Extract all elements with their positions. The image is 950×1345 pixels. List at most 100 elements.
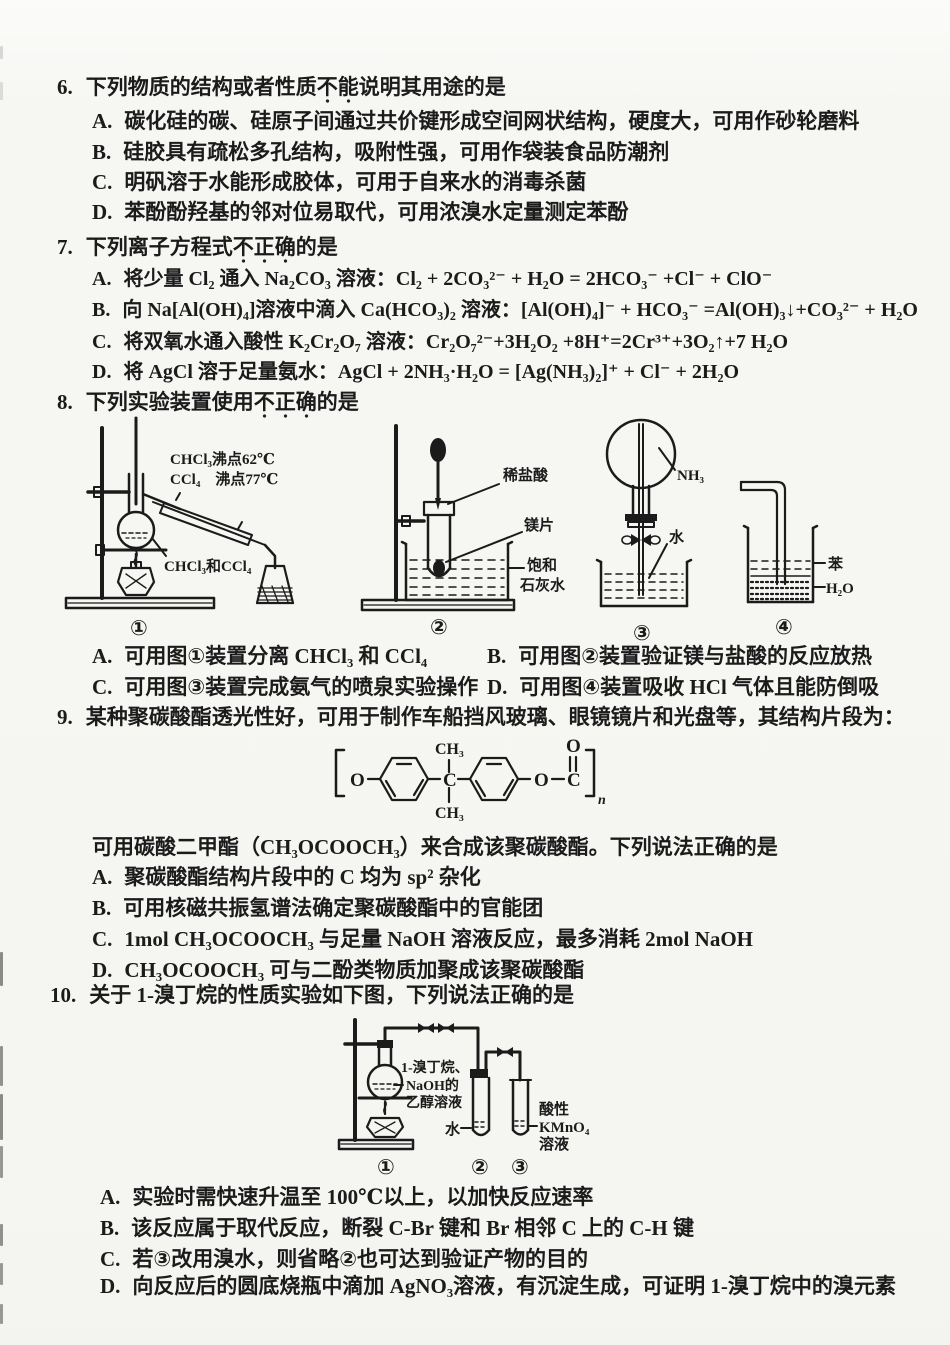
q8-option-c: C.可用图③装置完成氨气的喷泉实验操作	[92, 675, 479, 699]
beaker	[742, 524, 819, 604]
q7-number: 7.	[57, 235, 73, 259]
boiling-point-label-chcl3: CHCl₃沸点62℃	[170, 450, 275, 468]
saturated-label: 饱和	[527, 556, 557, 574]
mixture-label: CHCl₃和CCl₄	[164, 558, 252, 575]
diagram-3-number: ③	[633, 621, 651, 645]
q6-option-c: C.明矾溶于水能形成胶体，可用于自来水的消毒杀菌	[92, 170, 587, 194]
q9-stem: 9. 某种聚碳酸酯透光性好，可用于制作车船挡风玻璃、眼镜镜片和光盘等，其结构片段为…	[57, 704, 905, 730]
q9-option-d: D.CH₃OCOOCH₃ 可与二酚类物质加聚成该聚碳酸酯	[92, 958, 585, 982]
diagram-4-number: ④	[775, 615, 793, 639]
q6-stem-emphasis: 不能	[316, 75, 359, 103]
q10-option-d: D.向反应后的圆底烧瓶中滴加 AgNO₃溶液，有沉淀生成，可证明 1-溴丁烷中的…	[100, 1274, 896, 1298]
flask-collar	[625, 514, 657, 521]
solution-label: 溶液	[539, 1135, 570, 1153]
central-carbon: C	[443, 770, 457, 791]
q7-stem-post: 的是	[295, 235, 338, 259]
beaker	[595, 558, 693, 608]
flask-contents-hatch	[257, 585, 293, 603]
q9-mid-text: 可用碳酸二甲酯（CH₃OCOOCH₃）来合成该聚碳酸酯。下列说法正确的是	[92, 835, 778, 859]
q6-option-d: D.苯酚酚羟基的邻对位易取代，可用浓溴水定量测定苯酚	[92, 200, 629, 224]
stopcock-3	[497, 1047, 513, 1057]
flask-contents-label-2: NaOH的	[406, 1077, 459, 1094]
methyl-bottom: CH₃	[435, 805, 464, 822]
q8-option-b: B.可用图②装置验证镁与盐酸的反应放热	[487, 644, 873, 668]
q8-stem-emphasis: 不正确	[253, 390, 317, 418]
q9-option-c: C.1mol CH₃OCOOCH₃ 与足量 NaOH 溶液反应，最多消耗 2mo…	[92, 927, 754, 951]
dropper-bulb	[430, 438, 446, 462]
q9-option-b: B.可用核磁共振氢谱法确定聚碳酸酯中的官能团	[92, 896, 544, 920]
q9-stem-text: 某种聚碳酸酯透光性好，可用于制作车船挡风玻璃、眼镜镜片和光盘等，其结构片段为：	[85, 705, 905, 729]
q10-diagram-number-3: ③	[511, 1155, 529, 1179]
magnesium-piece	[433, 560, 445, 576]
q10-option-a: A.实验时需快速升温至 100℃以上，以加快反应速率	[100, 1185, 594, 1209]
bromobutane-apparatus-diagram: 1-溴丁烷、 NaOH的 乙醇溶液 水 酸性 KMnO₄ 溶液 ① ② ③	[337, 1018, 590, 1179]
q10-number: 10.	[50, 983, 77, 1007]
distillation-apparatus-diagram: CHCl₃沸点62℃ CCl₄ 沸点77℃ CHCl₃和CCl₄ ①	[64, 416, 295, 640]
q10-diagram-number-2: ②	[471, 1155, 489, 1179]
q10-stem-text: 关于 1-溴丁烷的性质实验如下图，下列说法正确的是	[89, 983, 574, 1007]
q8-stem: 8. 下列实验装置使用不正确的是	[57, 389, 359, 418]
water-layer	[749, 580, 812, 601]
kmno4-label: KMnO₄	[539, 1120, 590, 1136]
flask-contents-label-3: 乙醇溶液	[406, 1094, 463, 1111]
nh3-fountain-apparatus-diagram: NH₃ 水 ③	[595, 418, 705, 645]
polycarbonate-structure-diagram: O C CH₃ CH₃ O C O n	[334, 736, 606, 822]
q7-option-c: C.将双氧水通入酸性 K₂Cr₂O₇ 溶液：Cr₂O₇²⁻+3H₂O₂ +8H⁺…	[92, 331, 789, 353]
q6-stem-pre: 下列物质的结构或者性质	[85, 75, 317, 99]
benzene-ring-left	[378, 756, 430, 802]
q9-number: 9.	[57, 705, 73, 729]
scan-artifact	[0, 82, 3, 100]
q6-stem: 6. 下列物质的结构或者性质不能说明其用途的是	[57, 74, 506, 103]
q10-stem: 10. 关于 1-溴丁烷的性质实验如下图，下列说法正确的是	[50, 982, 574, 1008]
scan-artifact	[0, 46, 3, 59]
mg-hcl-apparatus-diagram: 稀盐酸 镁片 饱和 石灰水 ②	[360, 424, 566, 639]
acidic-label: 酸性	[539, 1100, 569, 1118]
q8-stem-post: 的是	[316, 390, 359, 414]
q8-number: 8.	[57, 390, 73, 414]
water-label: 水	[669, 528, 685, 546]
water-label: 水	[445, 1120, 461, 1138]
scan-artifact	[0, 1094, 3, 1140]
q8-option-a: A.可用图①装置分离 CHCl₃ 和 CCl₄	[92, 644, 428, 668]
q9-option-a: A.聚碳酸酯结构片段中的 C 均为 sp² 杂化	[92, 865, 481, 889]
alcohol-burner	[116, 550, 156, 597]
alcohol-burner	[365, 1100, 405, 1139]
scan-artifact	[0, 1224, 3, 1246]
stopcock	[621, 534, 661, 546]
oxygen-mid: O	[534, 770, 549, 791]
scan-artifact	[0, 1304, 3, 1324]
benzene-layer	[750, 560, 811, 570]
q7-stem-emphasis: 不正确	[232, 235, 296, 263]
q7-option-d: D.将 AgCl 溶于足量氨水：AgCl + 2NH₃·H₂O = [Ag(NH…	[92, 361, 739, 383]
diagram-2-number: ②	[430, 615, 448, 639]
repeat-subscript-n: n	[598, 793, 606, 808]
limewater-label: 石灰水	[519, 576, 566, 594]
receiving-flask	[255, 564, 295, 605]
methyl-top: CH₃	[435, 741, 464, 758]
nh3-label: NH₃	[677, 468, 705, 484]
q7-option-b: B.向 Na[Al(OH)₄]溶液中滴入 Ca(HCO₃)₂ 溶液：[Al(OH…	[92, 299, 918, 321]
q7-stem-pre: 下列离子方程式	[85, 235, 233, 259]
q8-stem-pre: 下列实验装置使用	[85, 390, 254, 414]
beaker	[400, 540, 514, 602]
q10-diagram-number-1: ①	[377, 1155, 395, 1179]
q6-option-b: B.硅胶具有疏松多孔结构，吸附性强，可用作袋装食品防潮剂	[92, 140, 670, 164]
diagram-1-number: ①	[130, 616, 148, 640]
q7-stem: 7. 下列离子方程式不正确的是	[57, 234, 338, 263]
magnesium-label: 镁片	[524, 516, 554, 534]
water	[604, 573, 684, 599]
q6-stem-post: 说明其用途的是	[358, 75, 506, 99]
q10-option-b: B.该反应属于取代反应，断裂 C-Br 键和 Br 相邻 C 上的 C-H 键	[100, 1216, 694, 1240]
hcl-absorption-apparatus-diagram: 苯 H₂O ④	[739, 480, 854, 639]
stopcock-1	[418, 1023, 434, 1033]
limewater	[409, 559, 505, 596]
scan-artifact	[0, 1146, 3, 1178]
stopcock-2	[438, 1023, 454, 1033]
scan-artifact	[0, 952, 3, 986]
q6-number: 6.	[57, 75, 73, 99]
q10-option-c: C.若③改用溴水，则省略②也可达到验证产物的目的	[100, 1247, 588, 1271]
carbonyl-carbon: C	[567, 770, 581, 791]
h2o-label: H₂O	[826, 581, 854, 597]
tube2-stopper	[470, 1069, 488, 1078]
benzene-ring-right	[468, 756, 520, 802]
